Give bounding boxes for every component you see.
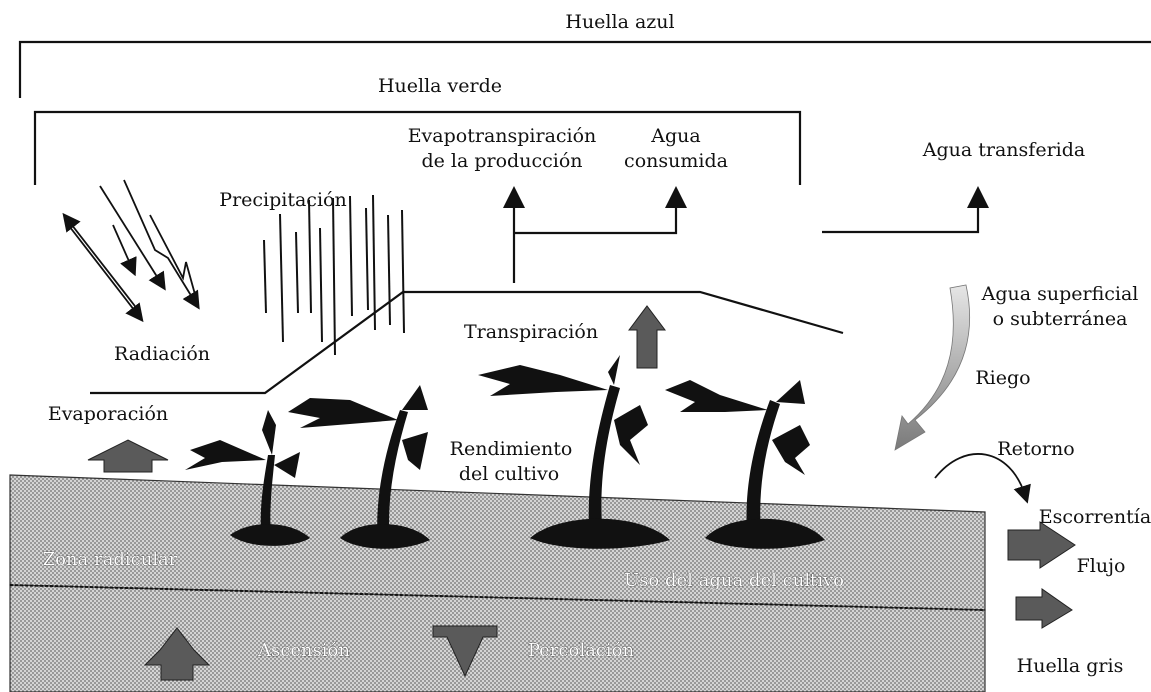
label-ascension: Ascensión [257,640,350,661]
label-flujo: Flujo [1077,555,1126,577]
irrigation-arrow [895,285,970,450]
label-escorrentia: Escorrentía [1039,506,1151,528]
label-rendimiento-1: Rendimiento [450,438,573,460]
label-huella-azul: Huella azul [565,11,674,33]
label-agua-consumida-1: Agua [650,125,700,147]
label-transpiracion: Transpiración [464,321,598,343]
label-huella-gris: Huella gris [1017,655,1124,677]
label-agua-superficial-2: o subterránea [993,308,1128,330]
label-radiacion: Radiación [114,343,210,365]
label-rendimiento-2: del cultivo [459,463,559,485]
label-precipitacion: Precipitación [219,189,346,211]
evapotranspiration-arrows [514,197,978,283]
label-retorno: Retorno [997,438,1074,460]
flujo-arrow [1016,589,1072,628]
label-evapotranspiracion-2: de la producción [421,150,582,172]
evaporation-arrow [88,440,168,472]
label-riego: Riego [975,367,1030,389]
label-evaporacion: Evaporación [48,403,168,425]
label-agua-consumida-2: consumida [624,150,728,172]
label-agua-superficial-1: Agua superficial [981,283,1139,305]
blue-footprint-bracket [20,42,1151,98]
label-zona-radicular: Zona radicular [43,549,178,570]
transpiration-arrow [629,306,665,368]
precipitation-lines [264,195,404,355]
label-agua-transferida: Agua transferida [922,139,1085,161]
label-huella-verde: Huella verde [378,75,502,97]
return-arrow [935,454,1025,495]
green-footprint-bracket [35,112,800,185]
radiation-arrows [66,180,196,315]
label-percolacion: Percolación [528,640,635,661]
label-evapotranspiracion-1: Evapotranspiración [408,125,597,147]
label-uso-agua: Uso del agua del cultivo [624,570,844,591]
escorrentia-arrow [1008,522,1075,568]
